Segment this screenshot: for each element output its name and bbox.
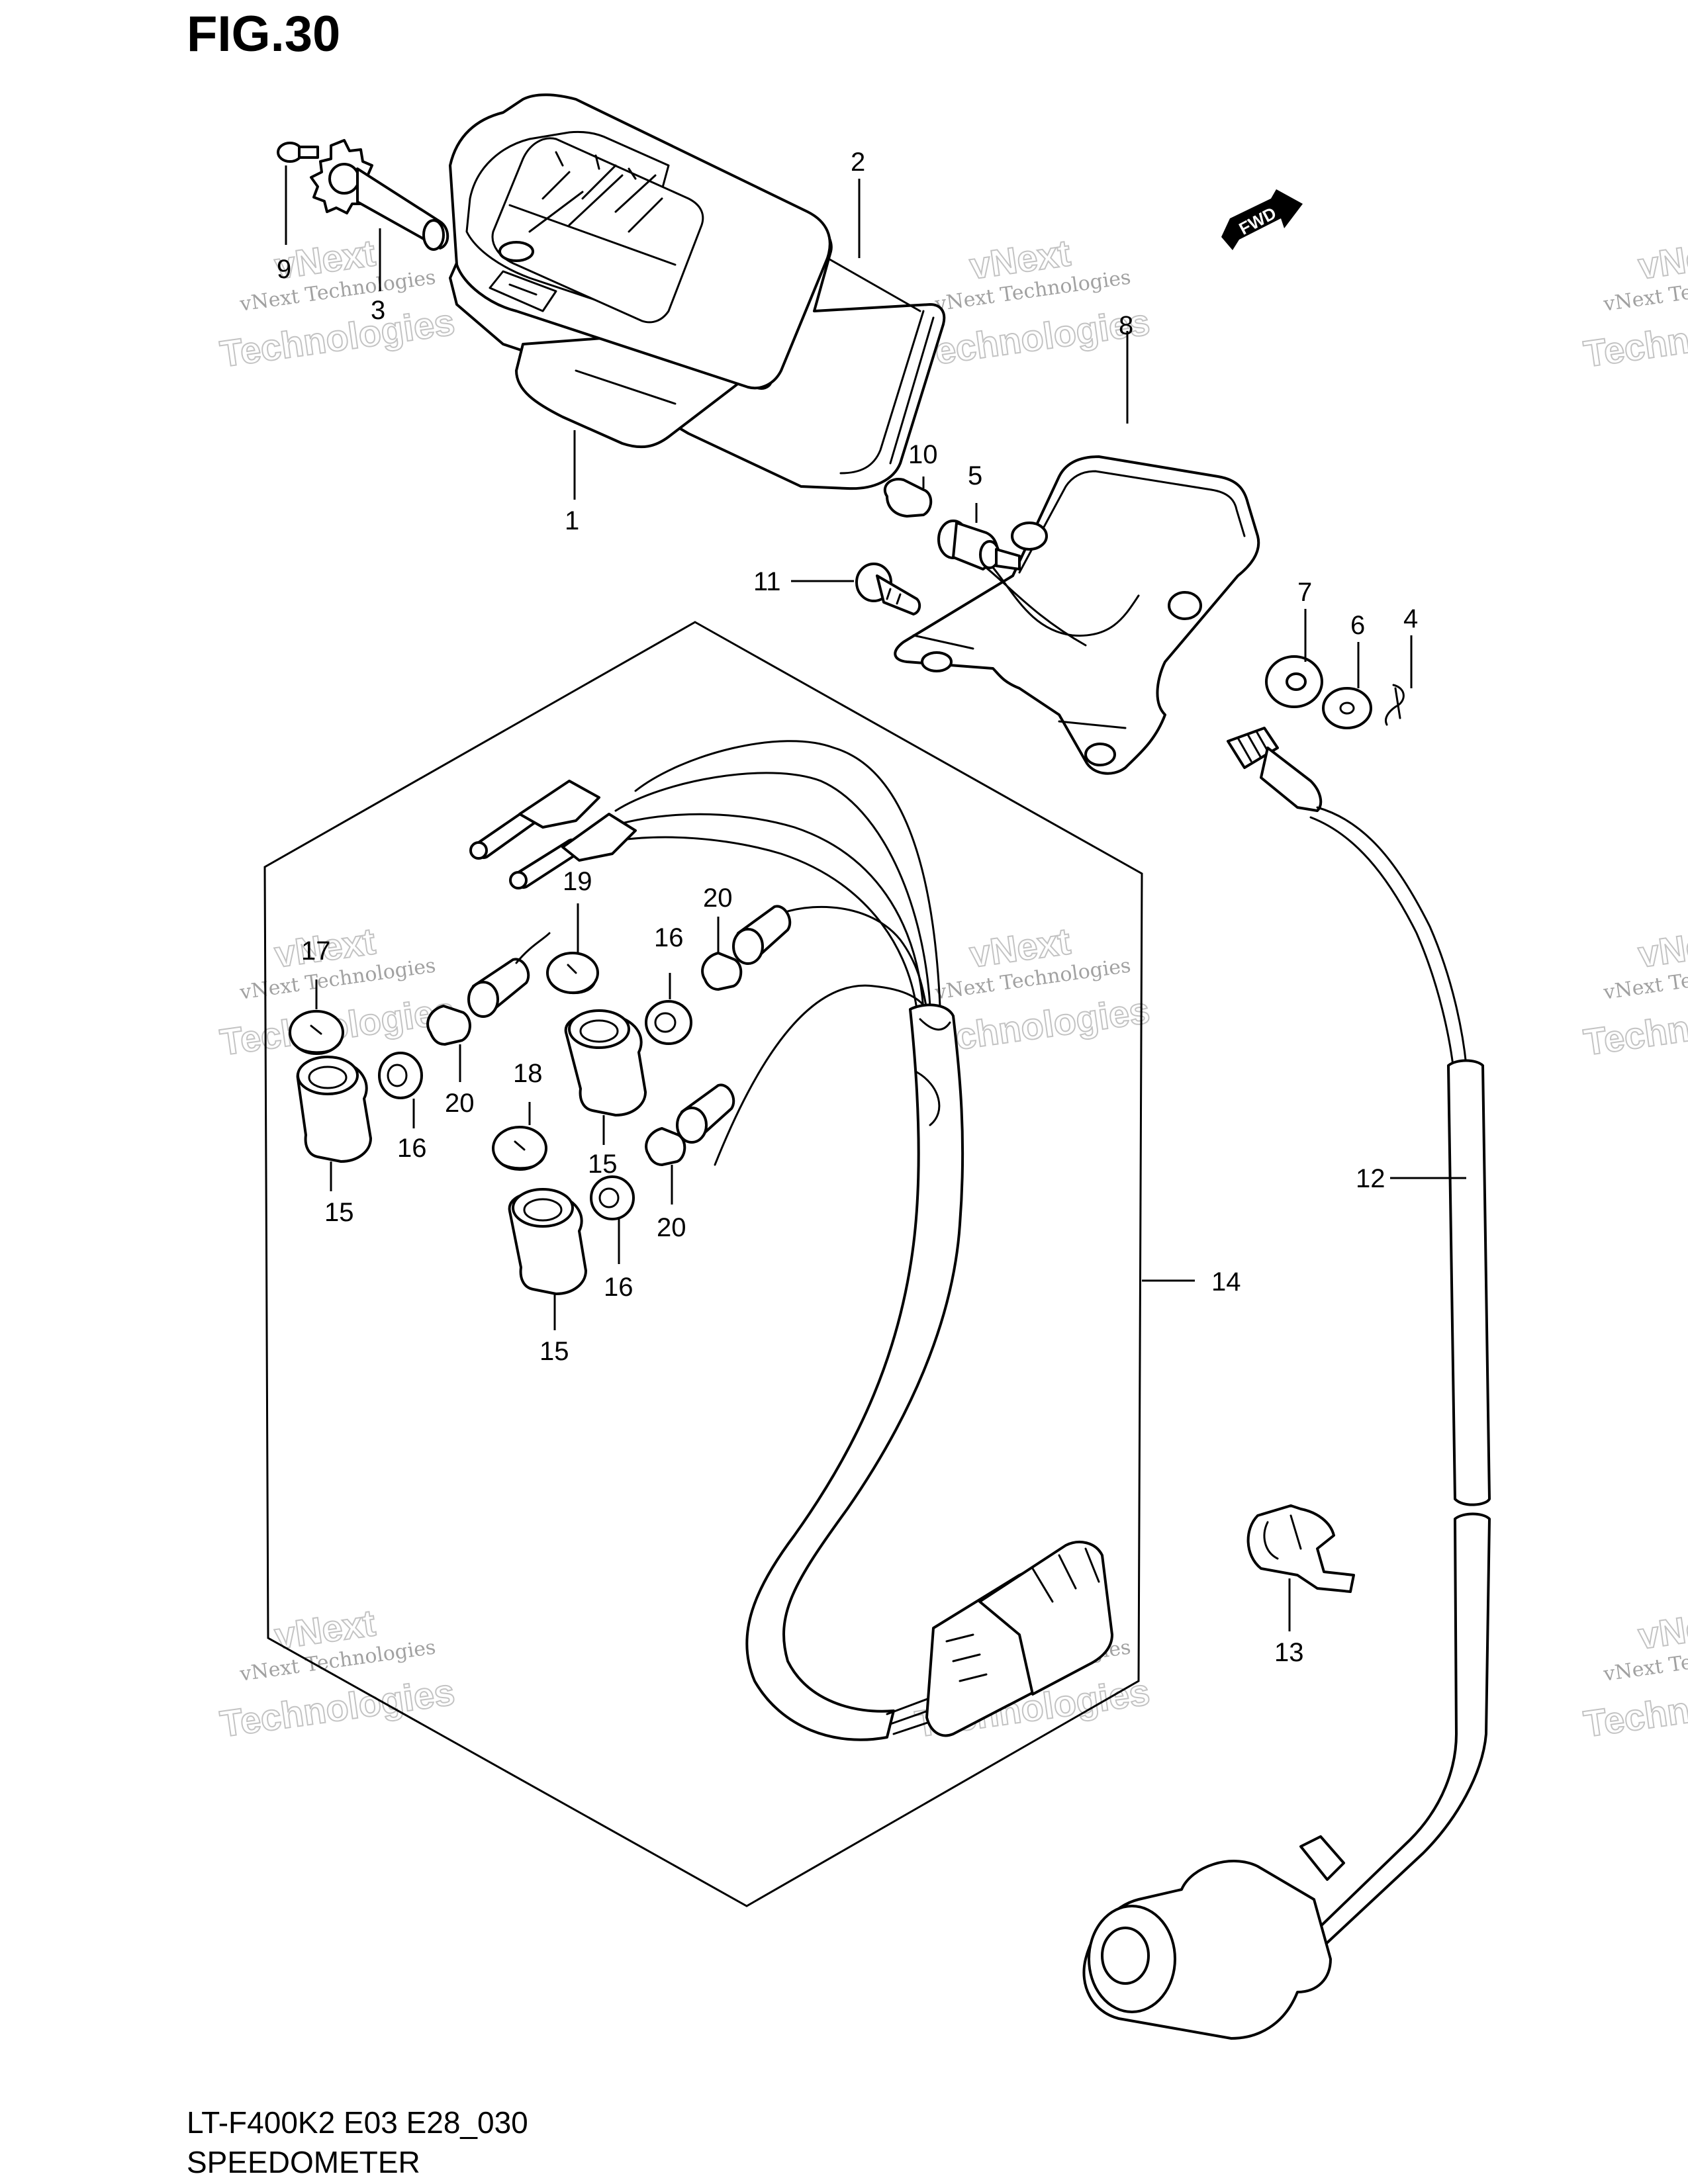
gear-and-screw bbox=[277, 139, 449, 251]
speedometer-cable bbox=[1082, 727, 1491, 2040]
callout-20-lower: 20 bbox=[657, 1213, 686, 1242]
speedometer-assembly bbox=[449, 93, 946, 490]
callout-1: 1 bbox=[565, 506, 579, 535]
figure-code: LT-F400K2 E03 E28_030 bbox=[187, 2105, 528, 2140]
callout-14: 14 bbox=[1211, 1267, 1241, 1297]
callout-8: 8 bbox=[1119, 311, 1133, 340]
forward-arrow-icon: FWD bbox=[1221, 189, 1303, 250]
callout-20-left: 20 bbox=[445, 1089, 475, 1118]
grommet-washer-pin bbox=[1265, 655, 1405, 729]
figure-name: SPEEDOMETER bbox=[187, 2145, 420, 2179]
callout-9: 9 bbox=[277, 255, 291, 284]
callout-17: 17 bbox=[301, 936, 331, 966]
callout-6: 6 bbox=[1350, 611, 1365, 640]
callout-16-lower: 16 bbox=[604, 1273, 633, 1302]
callout-13: 13 bbox=[1274, 1638, 1304, 1667]
harness-boundary bbox=[263, 621, 1143, 1907]
callout-16-left: 16 bbox=[397, 1134, 427, 1163]
callout-15-left: 15 bbox=[324, 1198, 354, 1227]
callout-12: 12 bbox=[1356, 1164, 1385, 1193]
meter-bracket bbox=[894, 455, 1260, 775]
callout-2: 2 bbox=[851, 148, 865, 177]
callout-10: 10 bbox=[908, 440, 938, 469]
callout-18: 18 bbox=[513, 1059, 543, 1088]
figure-title: FIG.30 bbox=[187, 6, 341, 62]
callout-16-middle: 16 bbox=[654, 923, 684, 952]
cable-clamp bbox=[1246, 1504, 1355, 1593]
callout-15-lower: 15 bbox=[539, 1337, 569, 1366]
callout-15-middle: 15 bbox=[588, 1150, 618, 1179]
watermark-vnext: vNext bbox=[1636, 232, 1688, 287]
callout-20-top: 20 bbox=[703, 884, 733, 913]
callout-4: 4 bbox=[1403, 604, 1418, 633]
leader-lines bbox=[285, 165, 1466, 1631]
callout-7: 7 bbox=[1297, 578, 1312, 607]
callout-5: 5 bbox=[968, 461, 982, 490]
callout-numbers: 1 2 3 4 5 6 7 8 9 10 11 12 13 14 15 15 1… bbox=[277, 148, 1418, 1667]
wire-harness bbox=[469, 740, 1113, 1741]
callout-19: 19 bbox=[563, 867, 592, 896]
watermark-vnext: vNext bbox=[1636, 920, 1688, 976]
callout-3: 3 bbox=[371, 296, 385, 325]
watermark-vnext: vNext bbox=[1636, 1602, 1688, 1657]
indicator-sockets bbox=[289, 905, 792, 1295]
callout-11: 11 bbox=[753, 567, 781, 596]
bulb-socket-screw bbox=[855, 478, 1021, 615]
